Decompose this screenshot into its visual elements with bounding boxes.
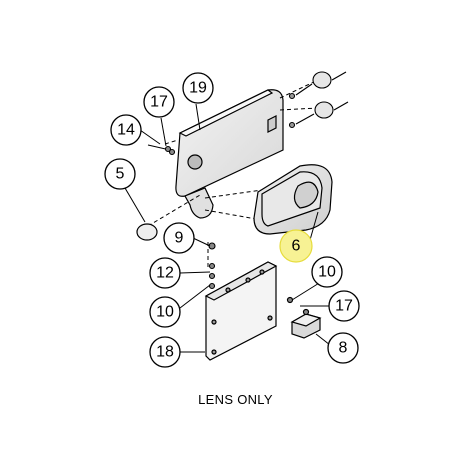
callout-17-top: 17: [143, 86, 175, 118]
callout-17-top-label: 17: [150, 94, 168, 111]
callout-14-label: 14: [117, 122, 135, 139]
callout-6-label: 6: [292, 238, 301, 255]
callout-18: 18: [149, 336, 181, 368]
callout-10-right-label: 10: [318, 264, 336, 281]
callout-10-right: 10: [311, 256, 343, 288]
callout-17-right-label: 17: [335, 298, 353, 315]
callout-8: 8: [327, 332, 359, 364]
callout-14: 14: [110, 114, 142, 146]
lens-disc-part: [136, 223, 158, 241]
callout-5-label: 5: [116, 166, 125, 183]
callout-9-label: 9: [175, 230, 184, 247]
callout-19-label: 19: [189, 80, 207, 97]
callout-5: 5: [104, 158, 136, 190]
screws: [147, 144, 216, 290]
callout-12-label: 12: [156, 265, 174, 282]
rubber-mounts: [288, 71, 349, 129]
callout-18-label: 18: [156, 344, 174, 361]
callout-10-left-label: 10: [156, 304, 174, 321]
lens-assembly-part: [253, 164, 333, 235]
callout-9: 9: [163, 222, 195, 254]
clearance-light-part: [286, 296, 322, 339]
callout-6-highlighted: 6: [279, 229, 313, 263]
assembly-guide-lines: [147, 79, 319, 270]
callout-12: 12: [149, 257, 181, 289]
callout-19: 19: [182, 72, 214, 104]
diagram-caption: LENS ONLY: [198, 392, 273, 407]
callout-17-right: 17: [328, 290, 360, 322]
callout-8-label: 8: [339, 340, 348, 357]
callout-10-left: 10: [149, 296, 181, 328]
mounting-plate-part: [204, 261, 278, 361]
